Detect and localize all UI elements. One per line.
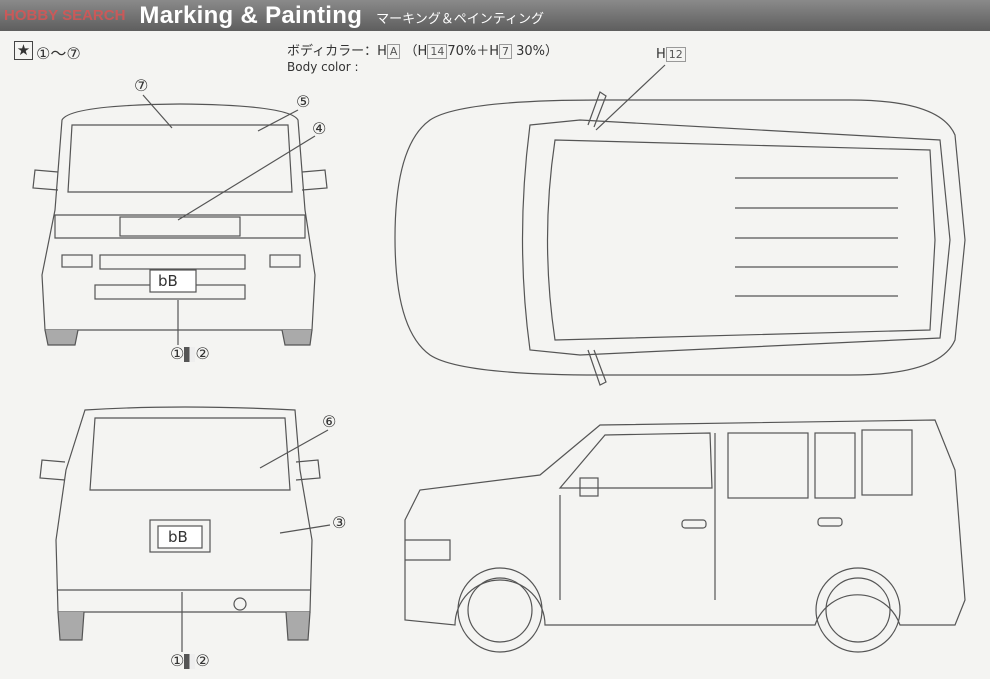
- paint-code-12: 12: [665, 47, 686, 62]
- paint-prefix: H: [656, 47, 666, 62]
- front-view: [32, 94, 328, 346]
- top-view: [394, 64, 966, 386]
- callout-5: ⑤: [296, 92, 311, 111]
- callout-6: ⑥: [322, 412, 337, 431]
- body-color-label-jp: ボディカラー：H: [287, 44, 387, 59]
- mix-30: 30%）: [516, 44, 559, 59]
- callout-3: ③: [332, 513, 347, 532]
- watermark-logo: HOBBY SEARCH: [4, 7, 126, 24]
- body-color-label-en: Body color :: [287, 60, 359, 74]
- callout-2: ②: [195, 344, 210, 363]
- side-view: [404, 419, 966, 653]
- left-right-arrow-icon: [184, 654, 196, 669]
- front-plate-text: bB: [158, 272, 178, 290]
- left-right-arrow-icon: [184, 347, 196, 362]
- paint-code-14: 14: [427, 44, 448, 59]
- star-icon: ★: [14, 41, 33, 60]
- callout-4: ④: [312, 119, 327, 138]
- page-title: Marking & Painting: [139, 1, 363, 29]
- paint-code-a: A: [386, 44, 401, 59]
- callout-1: ①: [170, 344, 185, 363]
- mix-70: 70%＋H: [447, 44, 499, 59]
- callout-1-rear: ①: [170, 651, 185, 670]
- page-title-jp: マーキング＆ペインティング: [376, 12, 544, 27]
- callout-7: ⑦: [134, 76, 149, 95]
- rear-plate-text: bB: [168, 528, 188, 546]
- header-band: HOBBY SEARCH Marking & Painting マーキング＆ペイ…: [0, 0, 990, 31]
- callout-2-rear: ②: [195, 651, 210, 670]
- paint-code-7: 7: [499, 44, 512, 59]
- mix-open: （H: [404, 44, 428, 59]
- markings-range: ①～⑦: [36, 44, 81, 63]
- rear-view: [39, 406, 331, 652]
